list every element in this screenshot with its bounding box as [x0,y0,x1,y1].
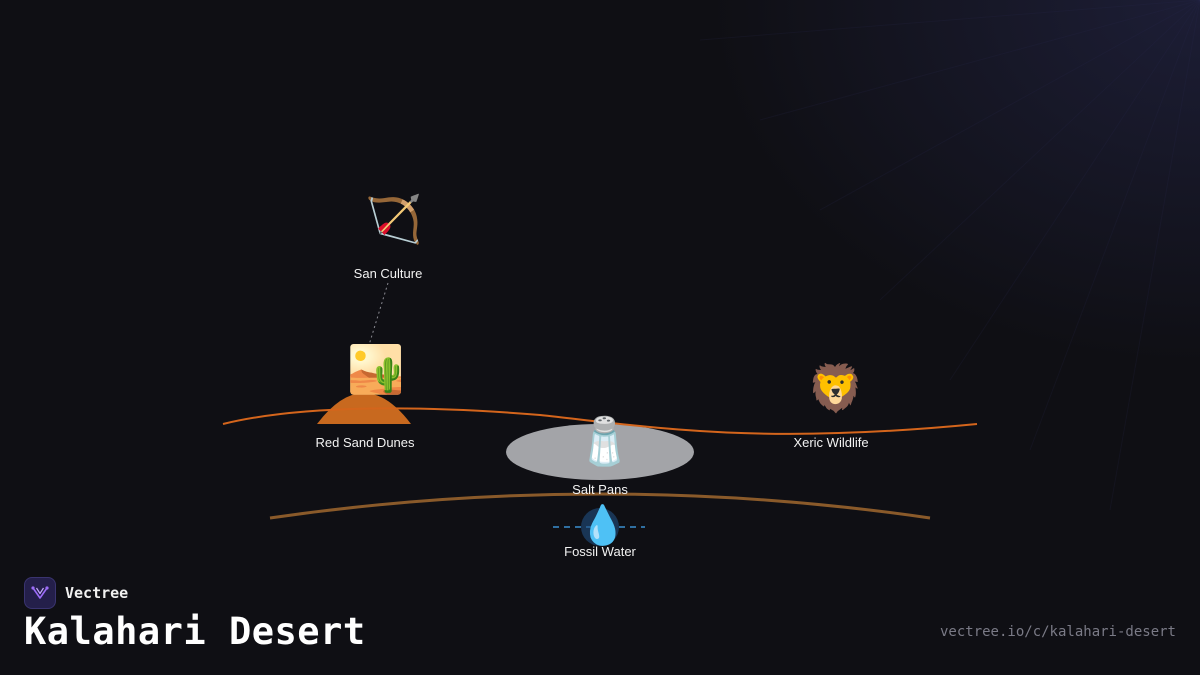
lion-icon: 🦁 [807,361,865,415]
node-label-san-culture: San Culture [353,266,423,281]
salt-shaker-icon: 🧂 [576,414,634,468]
node-label-red-sand-dunes: Red Sand Dunes [315,435,415,450]
water-droplet-icon: 💧 [579,503,627,547]
desert-icon: 🏜️ [347,342,405,396]
surface-line [222,407,978,435]
node-label-salt-pans: Salt Pans [572,482,628,497]
brand-name: Vectree [65,584,129,602]
brand: Vectree [24,577,128,609]
san-culture-connector [368,282,389,346]
bow-and-arrow-icon: 🏹 [365,192,423,246]
aquifer-line [269,492,931,520]
vectree-fork-icon [24,577,56,609]
salt-pan-ellipse [506,424,694,480]
page-url[interactable]: vectree.io/c/kalahari-desert [939,624,1176,640]
page-title: Kalahari Desert [24,610,366,653]
node-label-fossil-water: Fossil Water [564,544,636,559]
water-halo [581,508,619,546]
node-label-xeric-wildlife: Xeric Wildlife [793,435,869,450]
